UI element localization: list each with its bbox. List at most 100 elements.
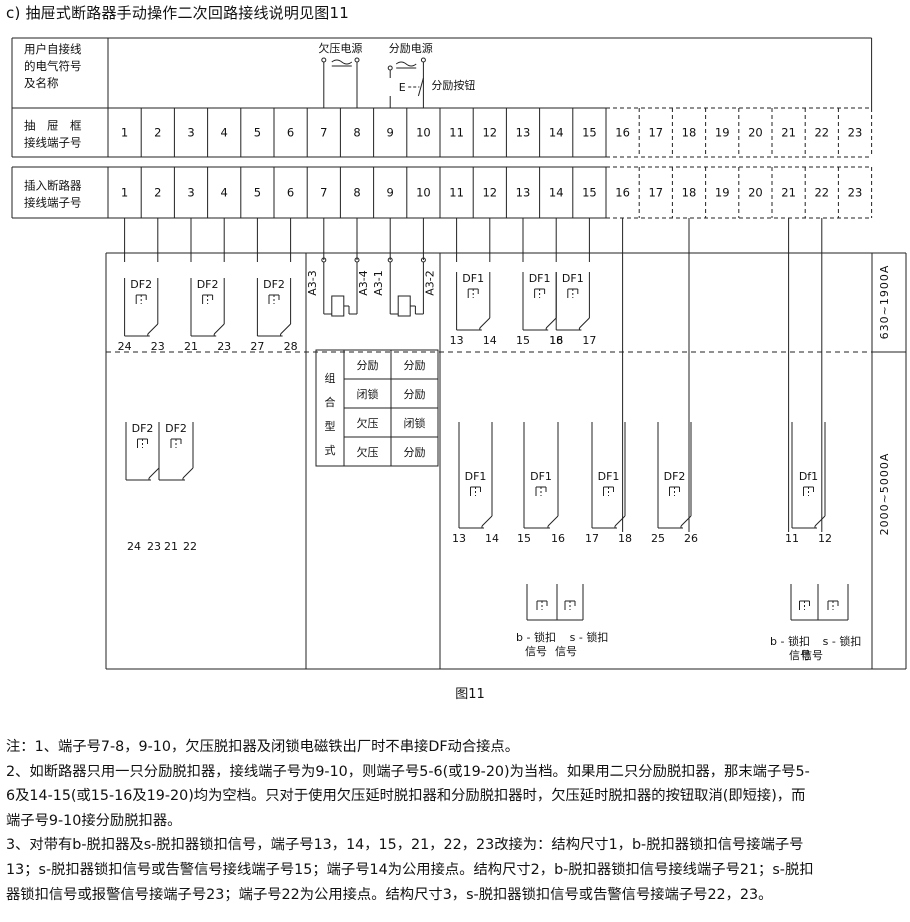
breaker-row-terminal-5: 5 (254, 186, 261, 200)
drawer-row-terminal-15: 15 (582, 126, 597, 140)
user-row-label: 的电气符号 (24, 59, 82, 73)
range-label-top: 630~1900A (878, 265, 891, 340)
coil-rect (397, 295, 411, 317)
df1-contact-bottom-e-pin: 12 (818, 532, 832, 545)
page-title: c) 抽屉式断路器手动操作二次回路接线说明见图11 (6, 4, 349, 22)
df2-contact-b-label: DF2 (197, 278, 219, 291)
drawer-row-terminal-18: 18 (682, 126, 697, 140)
lock-label: 信号 (789, 649, 811, 662)
pin-label: 21 (164, 540, 178, 553)
line (147, 323, 159, 335)
drawer-row-terminal-1: 1 (121, 126, 128, 140)
breaker-row-terminal-20: 20 (748, 186, 763, 200)
breaker-row-terminal-1: 1 (121, 186, 128, 200)
terminal-tables (11, 37, 873, 219)
drawer-row-terminal-19: 19 (715, 126, 730, 140)
line (479, 317, 491, 329)
note-line: 端子号9-10接分励脱扣器。 (6, 812, 182, 829)
df1-contact-bottom-c-label: DF1 (598, 470, 620, 483)
breaker-row-terminal-15: 15 (582, 186, 597, 200)
terminal-dot (354, 57, 360, 63)
df2-contact-left-b-label: DF2 (165, 422, 187, 435)
undervoltage-supply-label: 欠压电源 (318, 41, 362, 55)
line (280, 323, 291, 335)
breaker-row-terminal-13: 13 (516, 186, 531, 200)
drawer-row-terminal-5: 5 (254, 126, 261, 140)
combo-cell: 分励 (357, 359, 379, 372)
terminal-dot (420, 57, 426, 63)
df1-contact-bottom-e-label: Df1 (799, 470, 818, 483)
drawer-row-terminal-6: 6 (287, 126, 294, 140)
line (481, 515, 493, 527)
lock-label: b - 锁扣 (770, 634, 810, 648)
df2-contact-c-pin: 27 (250, 340, 264, 353)
e-symbol: E (399, 81, 406, 94)
breaker-row-terminal-10: 10 (416, 186, 431, 200)
breaker-row-label: 插入断路器 (24, 179, 82, 193)
drawer-row-terminal-8: 8 (353, 126, 360, 140)
user-row-label: 用户自接线 (24, 42, 82, 56)
lock-signal-left (526, 584, 584, 621)
terminal-dot (387, 65, 393, 71)
note-line: 2、如断路器只用一只分励脱扣器，接线端子号为9-10，则端子号5-6(或19-2… (6, 763, 810, 780)
df1-contact-bottom-a-label: DF1 (465, 470, 487, 483)
breaker-row-terminal-18: 18 (682, 186, 697, 200)
df1-contact-bottom-c-pin: 17 (585, 532, 599, 545)
drawer-row-terminal-2: 2 (154, 126, 161, 140)
undervoltage-coil (321, 257, 360, 317)
combo-cell: 分励 (404, 388, 426, 401)
df1-contact-c-pin: 18 (549, 334, 563, 347)
drawer-row-terminal-20: 20 (748, 126, 763, 140)
terminal-dot (321, 57, 327, 63)
breaker-row-terminal-22: 22 (814, 186, 829, 200)
user-symbol-area (321, 57, 426, 108)
df1-contact-bottom-b-pin: 16 (551, 532, 565, 545)
pin-label: 23 (147, 540, 161, 553)
df2-contact-left-a-label: DF2 (132, 422, 154, 435)
df2-contact-b-pin: 23 (217, 340, 231, 353)
line (547, 515, 559, 527)
df2-contact-b: DF2 21 23 (184, 278, 231, 353)
breaker-row-terminal-6: 6 (287, 186, 294, 200)
figure-caption: 图11 (455, 687, 485, 702)
breaker-row-terminal-7: 7 (320, 186, 327, 200)
line (680, 515, 692, 527)
combo-cell: 分励 (404, 446, 426, 459)
df2-contact-a-pin: 24 (118, 340, 132, 353)
breaker-row-terminal-11: 11 (449, 186, 464, 200)
combo-cell: 分励 (404, 359, 426, 372)
breaker-row-terminal-3: 3 (187, 186, 194, 200)
df2-contact-left-b: DF2 (158, 422, 194, 481)
wires (124, 218, 823, 532)
breaker-row-terminal-4: 4 (221, 186, 228, 200)
drawer-row-terminal-10: 10 (416, 126, 431, 140)
a3-label-1: A3-3 (306, 270, 319, 296)
note-line: 注：1、端子号7-8，9-10，欠压脱扣器及闭锁电磁铁出厂时不串接DF动合接点。 (6, 739, 520, 755)
lock-label: s - 锁扣 (570, 630, 609, 644)
note-line: 13；s-脱扣器锁扣信号或告警信号接线端子号15；端子号14为公用接点。结构尺寸… (6, 861, 814, 878)
df1-contact-b-pin: 15 (516, 334, 530, 347)
combo-type-label: 组 (325, 371, 336, 385)
drawer-row-terminal-13: 13 (516, 126, 531, 140)
df1-contact-a-label: DF1 (462, 272, 484, 285)
line (579, 317, 590, 329)
df1-contact-bottom-a-pin: 13 (452, 532, 466, 545)
line (182, 467, 194, 479)
combo-type-label: 式 (325, 444, 336, 457)
breaker-row-terminal-23: 23 (848, 186, 863, 200)
coil-rect (331, 295, 345, 317)
df2-contact-b-pin: 21 (184, 340, 198, 353)
ac-symbol (395, 61, 417, 67)
breaker-body (105, 252, 907, 670)
pin-label: 22 (183, 540, 197, 553)
breaker-row-terminal-21: 21 (781, 186, 796, 200)
